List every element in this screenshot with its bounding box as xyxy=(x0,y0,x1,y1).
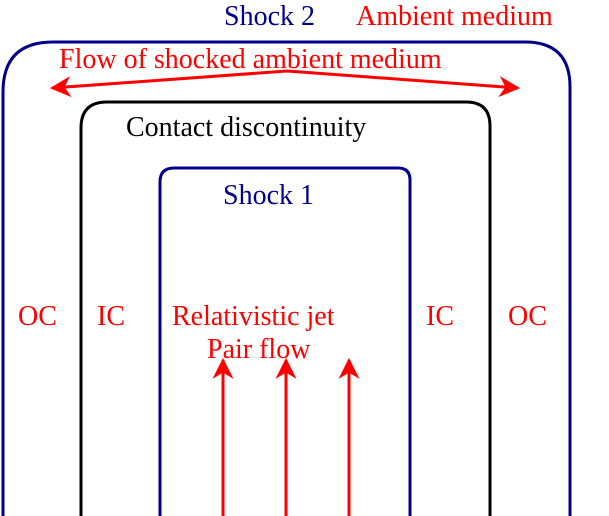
contact-discontinuity-boundary xyxy=(79,100,492,516)
ic-left-label: IC xyxy=(97,301,125,332)
oc-right-label: OC xyxy=(508,301,547,332)
shock-2-boundary xyxy=(1,40,572,516)
oc-left-label: OC xyxy=(18,301,57,332)
flow-shocked-arrow xyxy=(49,69,521,98)
shock-1-label: Shock 1 xyxy=(223,180,314,211)
shock-2-label: Shock 2 xyxy=(224,1,315,32)
shock-1-boundary xyxy=(158,166,412,516)
contact-discontinuity-label: Contact discontinuity xyxy=(126,112,366,143)
ambient-medium-label: Ambient medium xyxy=(356,1,553,32)
relativistic-jet-label: Relativistic jet xyxy=(172,301,335,332)
flow-shocked-label: Flow of shocked ambient medium xyxy=(59,44,442,75)
pair-flow-label: Pair flow xyxy=(207,334,311,365)
ic-right-label: IC xyxy=(426,301,454,332)
